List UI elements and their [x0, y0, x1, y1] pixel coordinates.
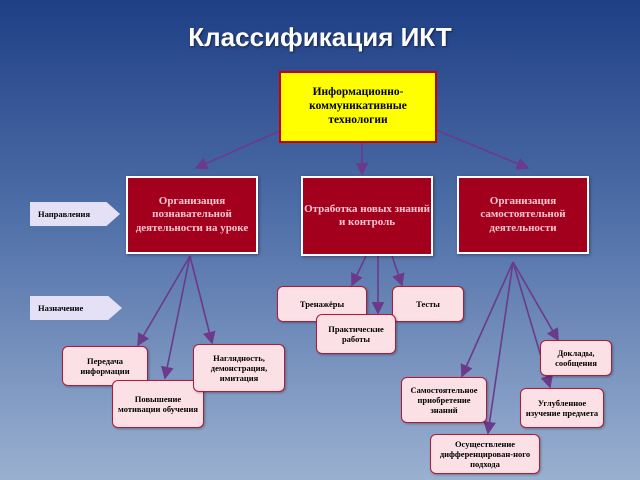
root-box: Информационно-коммуникативные технологии: [279, 71, 437, 143]
purpose-motivation: Повышение мотивации обучения: [112, 380, 204, 428]
connector-practice-to-tests: [391, 255, 405, 287]
purpose-reports: Доклады, сообщения: [540, 340, 612, 376]
connector-root-to-cognitive: [194, 129, 283, 170]
connector-cognitive-to-visual: [189, 255, 216, 345]
purpose-label: Назначение: [30, 296, 122, 320]
connector-practice-to-trainers: [351, 255, 367, 287]
connector-independent-to-differentiated: [483, 261, 514, 435]
purpose-tests: Тесты: [392, 286, 464, 322]
direction-cognitive-activity: Организация познавательной деятельности …: [126, 176, 258, 254]
connector-cognitive-to-motivation: [160, 255, 191, 380]
purpose-differentiated-approach: Осуществление дифференцирован-ного подхо…: [430, 434, 540, 474]
purpose-self-acquisition: Самостоятельное приобретение знаний: [401, 377, 487, 423]
purpose-practical-work: Практические работы: [316, 314, 396, 354]
direction-independent-activity: Организация самостоятельной деятельности: [457, 176, 589, 254]
connector-cognitive-to-transfer: [137, 255, 191, 347]
purpose-information-transfer: Передача информации: [62, 346, 148, 386]
connector-independent-to-reports: [512, 261, 559, 342]
slide-title: Классификация ИКТ: [188, 22, 452, 52]
connector-independent-to-self: [460, 261, 514, 378]
connector-root-to-independent: [435, 129, 530, 170]
direction-practice-control: Отработка новых знаний и контроль: [301, 176, 433, 256]
purpose-deep-study: Углубленное изучение предмета: [520, 388, 604, 428]
purpose-visualization: Наглядность, демонстрация, имитация: [193, 344, 285, 392]
directions-label: Направления: [30, 202, 120, 226]
